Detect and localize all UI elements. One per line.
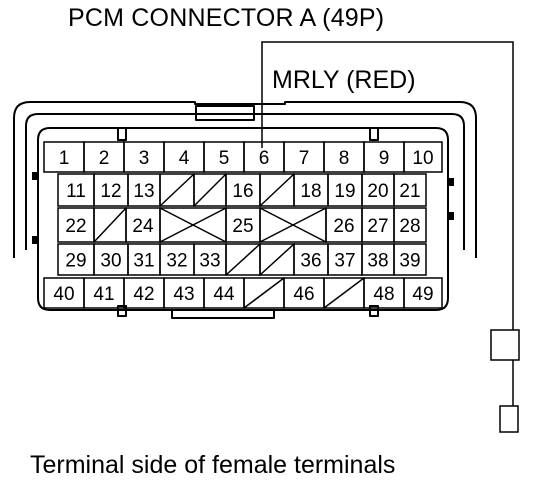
probe-wire <box>261 41 514 330</box>
terminal-10 <box>403 141 443 173</box>
terminal-label: 3 <box>139 148 150 169</box>
terminal-label: 8 <box>339 148 350 169</box>
terminal-label: 48 <box>373 284 394 305</box>
terminal-label: 4 <box>179 148 190 169</box>
terminal-label: 19 <box>334 181 355 202</box>
wire-label: MRLY (RED) <box>272 66 416 94</box>
terminal-label: 39 <box>399 251 420 272</box>
terminal-label: 33 <box>199 251 220 272</box>
unused-cavity-mark <box>259 207 327 243</box>
terminal-label: 49 <box>412 284 433 305</box>
connector-housing-outer <box>13 101 477 258</box>
terminal-label: 16 <box>232 181 253 202</box>
connector-notch <box>369 305 379 317</box>
latch-mark <box>32 172 38 180</box>
terminal-label: 32 <box>166 251 187 272</box>
terminal-label: 18 <box>300 181 321 202</box>
terminal-label: 40 <box>53 284 74 305</box>
terminal-label: 12 <box>100 181 121 202</box>
terminal-label: 2 <box>99 148 110 169</box>
terminal-label: 43 <box>173 284 194 305</box>
terminal-label: 22 <box>65 216 86 237</box>
terminal-label: 7 <box>299 148 310 169</box>
terminal-label: 1 <box>59 148 70 169</box>
latch-mark <box>448 212 454 220</box>
terminal-label: 30 <box>100 251 121 272</box>
terminal-label: 24 <box>132 216 154 237</box>
unused-cavity-mark <box>225 243 261 276</box>
terminal-label: 38 <box>367 251 388 272</box>
terminal-label: 6 <box>259 148 270 169</box>
terminal-label: 27 <box>367 216 388 237</box>
terminal-label: 11 <box>66 181 86 202</box>
connector-notch <box>117 127 127 141</box>
terminal-label: 31 <box>133 251 154 272</box>
unused-cavity-mark <box>259 243 295 276</box>
terminal-49 <box>403 277 443 309</box>
terminal-label: 37 <box>334 251 355 272</box>
terminal-28 <box>393 207 427 243</box>
terminal-label: 46 <box>293 284 314 305</box>
latch-mark <box>448 178 454 186</box>
terminal-39 <box>393 243 427 276</box>
terminal-label: 25 <box>232 216 253 237</box>
terminal-label: 29 <box>65 251 86 272</box>
terminal-label: 26 <box>333 216 354 237</box>
unused-cavity-mark <box>259 173 295 207</box>
terminal-label: 10 <box>412 148 433 169</box>
unused-cavity-mark <box>159 173 195 207</box>
terminal-label: 36 <box>300 251 321 272</box>
terminal-label: 9 <box>379 148 390 169</box>
connector-lock-tab <box>195 105 255 121</box>
terminal-label: 42 <box>133 284 154 305</box>
diagram-title: PCM CONNECTOR A (49P) <box>68 4 385 32</box>
connector-bottom-key <box>171 310 275 319</box>
terminal-label: 21 <box>399 181 420 202</box>
terminal-label: 44 <box>213 284 235 305</box>
terminal-21 <box>393 173 427 207</box>
unused-cavity-mark <box>243 277 285 309</box>
terminal-label: 28 <box>399 216 420 237</box>
terminal-label: 41 <box>93 284 114 305</box>
unused-cavity-mark <box>323 277 365 309</box>
connector-notch <box>369 127 379 141</box>
unused-cavity-mark <box>193 173 227 207</box>
diagram-caption: Terminal side of female terminals <box>30 451 396 479</box>
unused-cavity-mark <box>93 207 127 243</box>
connector-housing-inner <box>25 113 465 250</box>
latch-mark <box>32 236 38 244</box>
unused-cavity-mark <box>159 207 227 243</box>
probe-connector-upper <box>490 329 520 361</box>
terminal-label: 13 <box>133 181 154 202</box>
connector-notch <box>117 305 127 317</box>
terminal-label: 20 <box>367 181 388 202</box>
probe-connector-lower <box>499 405 519 433</box>
terminal-label: 5 <box>219 148 230 169</box>
